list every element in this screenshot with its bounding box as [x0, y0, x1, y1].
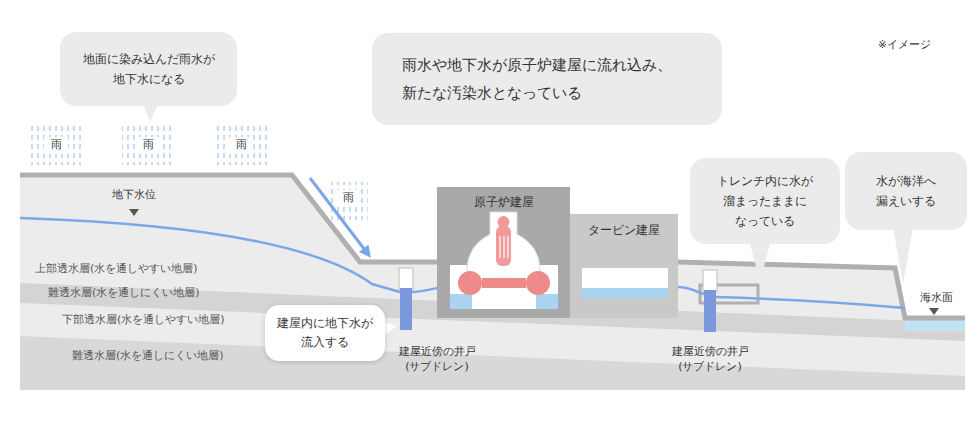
ground-surface: [678, 262, 965, 318]
rain-label: 雨: [229, 137, 253, 154]
reactor-building: [437, 187, 570, 318]
node-text: 雨水や地下水が原子炉建屋に流れ込み、 新たな汚染水となっている: [402, 51, 692, 108]
rain-label: 雨: [136, 137, 160, 154]
turbine-building: [582, 288, 668, 298]
node-text: 原子炉建屋: [474, 194, 534, 210]
level-label: 地下水位: [94, 188, 174, 203]
wells: [704, 290, 716, 332]
reactor-building: [496, 226, 511, 266]
node-text: 建屋内に地下水が 流入する: [274, 314, 376, 352]
node-text: 水が海洋へ 漏えいする: [869, 171, 943, 211]
rain-arrow: [310, 178, 368, 254]
reactor-building: [482, 278, 526, 288]
wells: [399, 268, 413, 290]
speech-bubble: 水が海洋へ 漏えいする: [845, 152, 967, 230]
building-box: 原子炉建屋: [437, 187, 570, 318]
reactor-building: [499, 236, 500, 258]
reactor-building: [503, 236, 504, 258]
reactor-building: [507, 236, 508, 258]
stratum-label: 難透水層(水を通しにくい地層): [48, 286, 200, 301]
level-markers: [129, 209, 139, 216]
stratum-label: 難透水層(水を通しにくい地層): [72, 349, 224, 364]
turbine-building: [570, 214, 678, 318]
reactor-building: [526, 271, 550, 295]
message-bubble: 雨水や地下水が原子炉建屋に流れ込み、 新たな汚染水となっている: [372, 33, 722, 125]
reactor-building: [536, 294, 558, 309]
node-text: トレンチ内に水が 溜まったままに なっている: [709, 171, 821, 231]
groundwater-line: [678, 287, 704, 294]
well-label: 建屋近傍の井戸 (サブドレン): [381, 345, 493, 375]
speech-bubble: 地面に染み込んだ雨水が 地下水になる: [60, 32, 237, 106]
groundwater-line: [20, 218, 400, 292]
well-label: 建屋近傍の井戸 (サブドレン): [654, 345, 766, 375]
rain-arrow: [310, 178, 368, 254]
reactor-building: [437, 187, 570, 318]
groundwater-line: [412, 288, 437, 292]
groundwater-line: [716, 297, 905, 308]
building-box: タービン建屋: [570, 214, 678, 318]
rain-label: 雨: [336, 190, 360, 207]
node-text: タービン建屋: [588, 222, 660, 238]
rain-dashes: [30, 125, 82, 165]
strata: [20, 336, 965, 390]
rain-dashes: [122, 125, 174, 165]
level-label: 海水面: [906, 291, 966, 306]
speech-bubble: トレンチ内に水が 溜まったままに なっている: [690, 158, 840, 244]
reactor-building: [458, 271, 482, 295]
reactor-building: [498, 216, 510, 228]
bubble-tails: [892, 222, 914, 284]
note-text: ※イメージ: [878, 37, 958, 51]
rain-dashes: [328, 182, 368, 220]
stratum-label: 上部透水層(水を通しやすい地層): [35, 262, 198, 277]
stratum-label: 下部透水層(水を通しやすい地層): [62, 313, 225, 328]
wells: [400, 288, 412, 330]
wells: [703, 270, 717, 292]
rain-label: 雨: [44, 137, 68, 154]
turbine-building: [582, 268, 668, 298]
node-text: 地面に染み込んだ雨水が 地下水になる: [74, 49, 223, 89]
reactor-building: [467, 212, 540, 284]
turbine-building: [570, 214, 678, 318]
bubble-tails: [140, 96, 914, 340]
speech-bubble: 建屋内に地下水が 流入する: [265, 305, 385, 361]
reactor-building: [450, 294, 472, 309]
ground-surface: [20, 175, 437, 262]
rain-dashes: [215, 125, 267, 165]
level-markers: [929, 308, 939, 315]
